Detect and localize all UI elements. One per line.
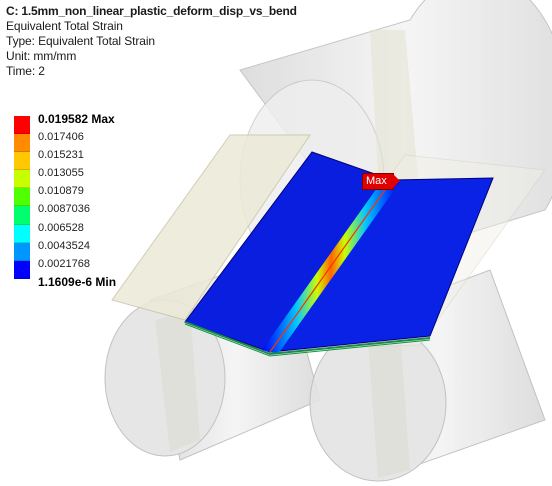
legend-label: 0.0087036 — [38, 203, 90, 216]
legend-band — [14, 134, 30, 153]
max-probe-label[interactable]: Max — [362, 173, 400, 190]
legend-band — [14, 206, 30, 225]
legend-band — [14, 224, 30, 243]
legend-band — [14, 188, 30, 207]
legend-label: 0.010879 — [38, 185, 84, 198]
legend-band — [14, 242, 30, 261]
legend-band — [14, 260, 30, 279]
legend-label: 0.017406 — [38, 131, 84, 144]
legend-label: 0.0043524 — [38, 239, 90, 252]
legend-label: 0.0021768 — [38, 257, 90, 270]
result-unit: Unit: mm/mm — [6, 49, 77, 63]
legend-band — [14, 170, 30, 189]
legend-band — [14, 116, 30, 135]
legend-label-min: 1.1609e-6 Min — [38, 274, 117, 289]
result-header: C: 1.5mm_non_linear_plastic_deform_disp_… — [6, 4, 297, 79]
legend-label: 0.013055 — [38, 167, 84, 180]
legend-label: 0.006528 — [38, 221, 84, 234]
bent-specimen-plate — [184, 151, 494, 357]
result-type: Type: Equivalent Total Strain — [6, 34, 155, 48]
legend-band — [14, 152, 30, 171]
result-name: Equivalent Total Strain — [6, 19, 123, 33]
analysis-title: C: 1.5mm_non_linear_plastic_deform_disp_… — [6, 4, 297, 18]
legend-color-bar — [14, 116, 30, 279]
legend-label: 0.015231 — [38, 149, 84, 162]
result-time: Time: 2 — [6, 64, 45, 78]
right-support-cylinder — [309, 269, 546, 482]
legend-label-max: 0.019582 Max — [38, 112, 115, 126]
